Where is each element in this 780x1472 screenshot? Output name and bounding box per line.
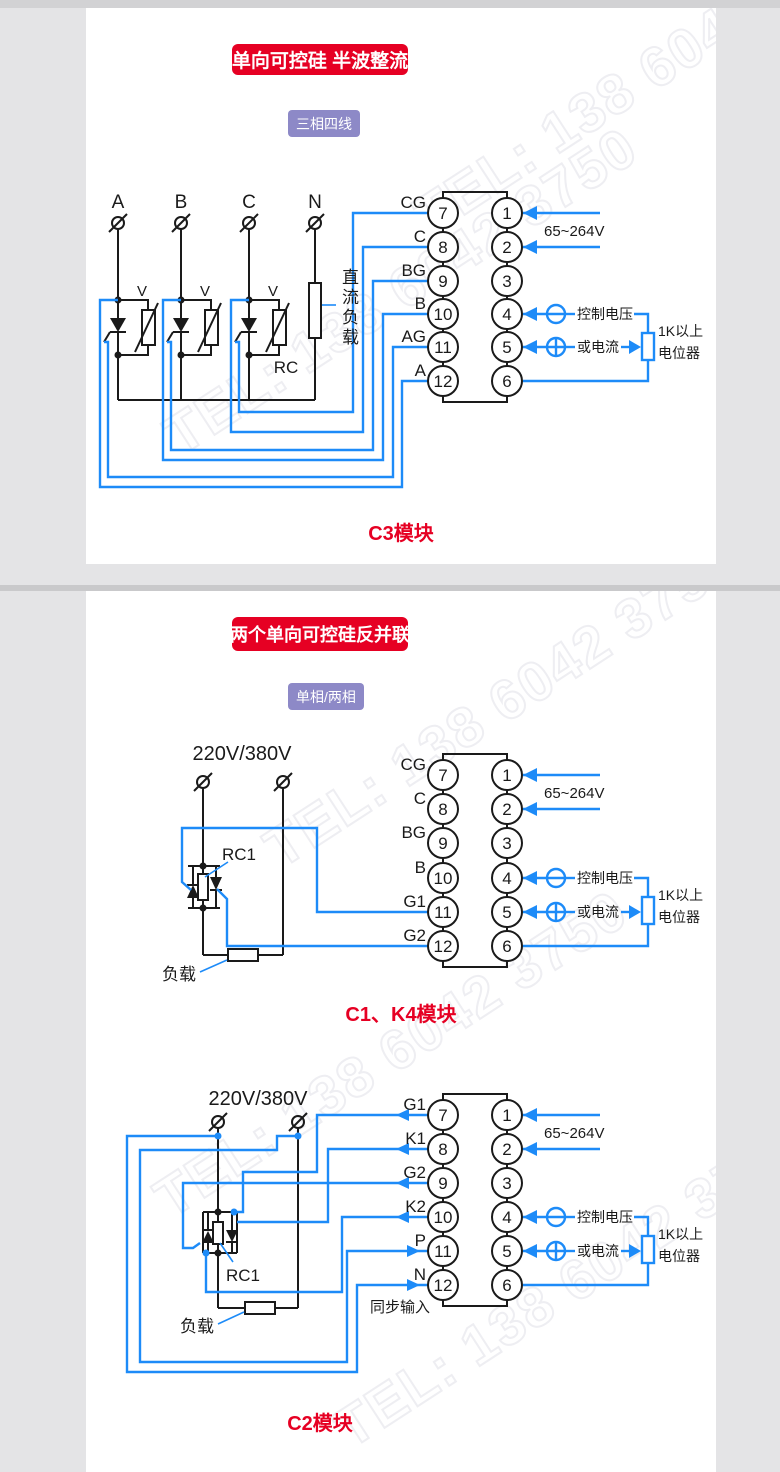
module-caption: C1、K4模块: [345, 1004, 457, 1026]
watermark-text: TEL: 138 6042 3750: [152, 113, 649, 467]
watermark-text: TEL: 138 6042 3750: [402, 8, 716, 248]
module-caption: C2模块: [287, 1413, 353, 1435]
dc-load-label: 直流负载: [339, 268, 358, 348]
section2-subtype-badge: 单相/两相: [288, 683, 364, 710]
watermark-text: TEL: 138 6042 3750: [142, 876, 639, 1230]
section1-subtype-badge: 三相四线: [288, 110, 360, 137]
module-caption: C3模块: [368, 523, 434, 545]
section1-title-banner: 单向可控硅 半波整流: [232, 44, 408, 75]
section-card-2: TEL: 138 6042 3750 TEL: 138 6042 3750 TE…: [86, 591, 716, 1472]
watermark-text: TEL: 138 6042 3750: [322, 1106, 716, 1460]
page-top-strip: [0, 0, 780, 8]
section2-title-banner: 两个单向可控硅反并联: [230, 617, 410, 651]
section-divider: [0, 585, 780, 591]
section-card-1: TEL: 138 6042 3750 TEL: 138 6042 3750: [86, 8, 716, 564]
